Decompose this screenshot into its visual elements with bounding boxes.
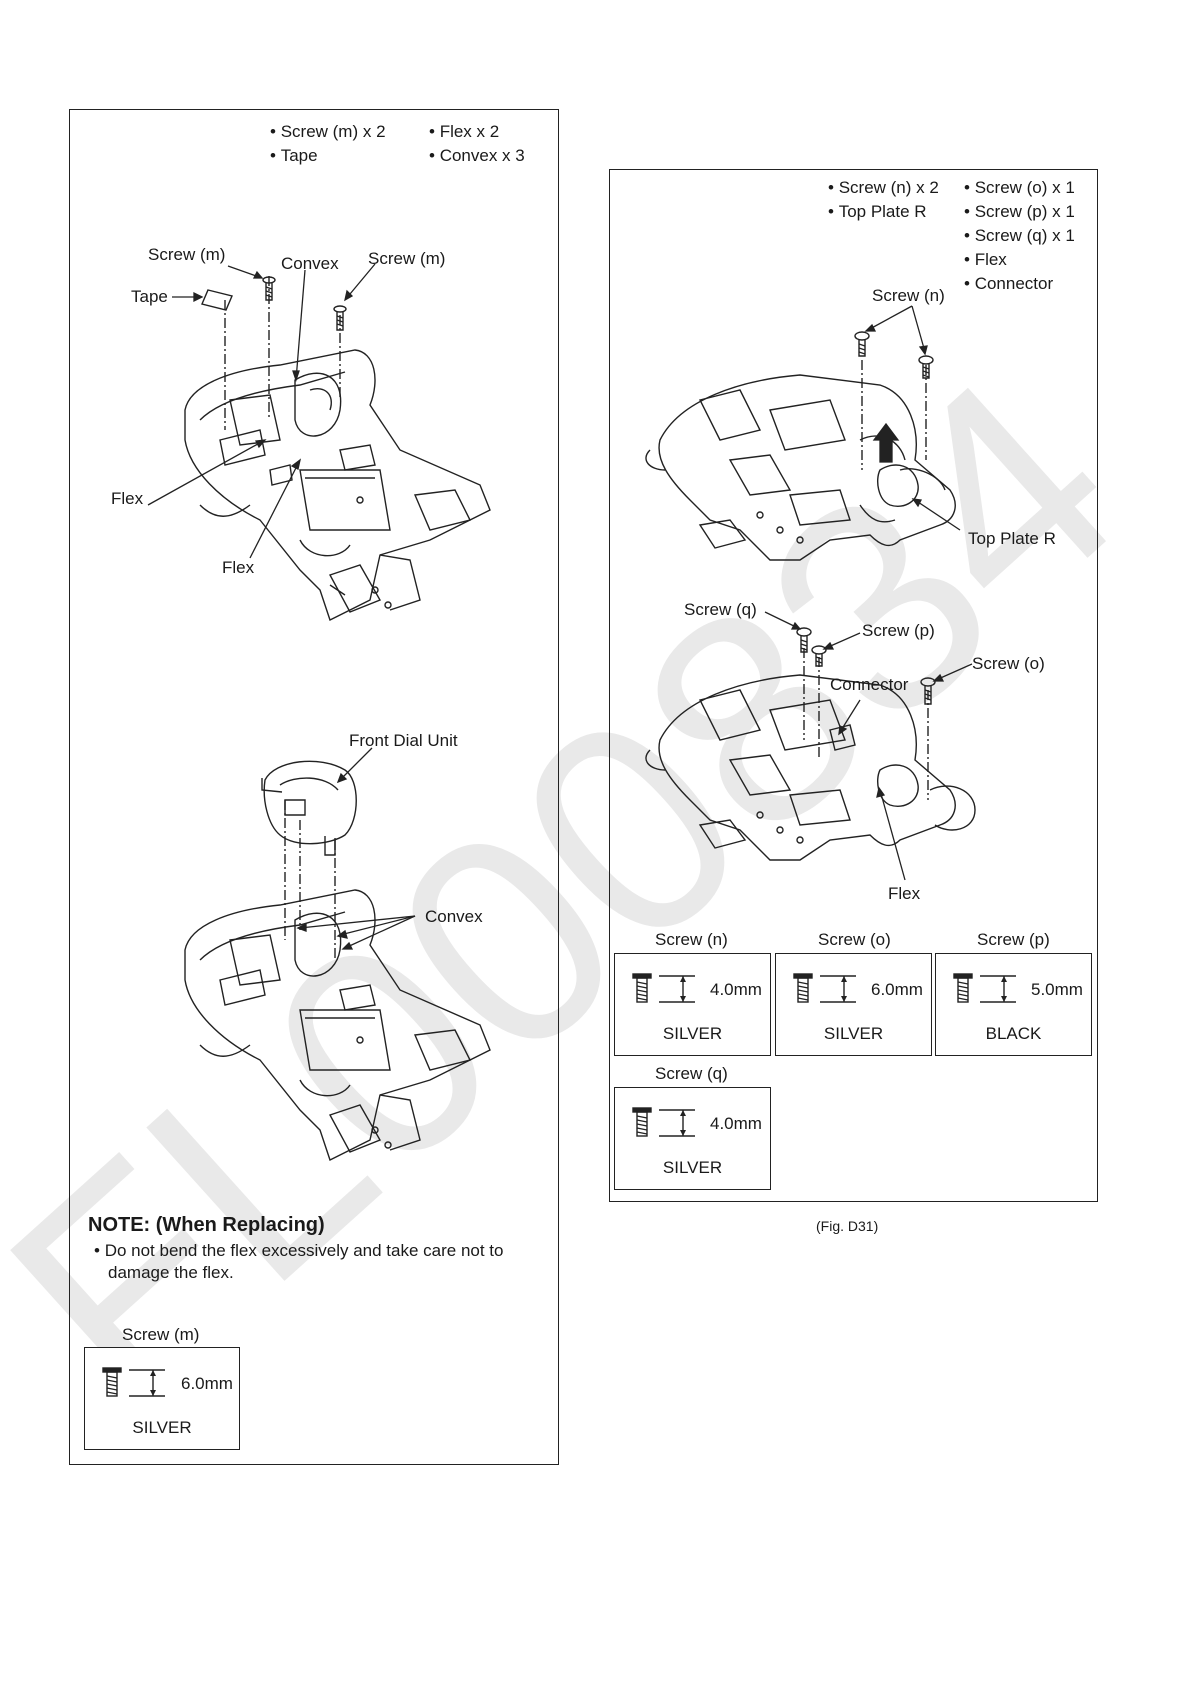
parts-item: Top Plate R — [828, 200, 939, 224]
note-text: Do not bend the flex excessively and tak… — [94, 1240, 558, 1284]
screw-o-spec-title: Screw (o) — [818, 930, 891, 949]
label-top-plate-r: Top Plate R — [968, 529, 1056, 548]
right-parts-list-col1: Screw (n) x 2 Top Plate R — [828, 176, 939, 224]
label-screw-m-right: Screw (m) — [368, 249, 446, 268]
label-front-dial-unit: Front Dial Unit — [349, 731, 458, 750]
parts-item: Screw (p) x 1 — [964, 200, 1075, 224]
label-screw-q: Screw (q) — [684, 600, 757, 619]
label-flex-left: Flex — [111, 489, 144, 508]
parts-item: Convex x 3 — [429, 144, 525, 168]
parts-item: Screw (m) x 2 — [270, 120, 386, 144]
screw-n-spec-box: 4.0mm SILVER — [614, 953, 771, 1056]
screw-icon — [632, 1107, 695, 1137]
label-screw-o: Screw (o) — [972, 654, 1045, 673]
parts-item: Flex — [964, 248, 1075, 272]
label-screw-m-left: Screw (m) — [148, 245, 226, 264]
left-parts-list-col1: Screw (m) x 2 Tape — [270, 120, 386, 168]
screw-color: SILVER — [662, 1024, 723, 1043]
screw-icon — [102, 1367, 165, 1397]
label-flex: Flex — [888, 884, 921, 903]
screw-m-spec-title: Screw (m) — [122, 1325, 200, 1344]
left-parts-list-col2: Flex x 2 Convex x 3 — [429, 120, 525, 168]
screw-color: BLACK — [985, 1024, 1042, 1043]
screw-length: 4.0mm — [710, 1114, 762, 1133]
parts-item: Screw (o) x 1 — [964, 176, 1075, 200]
screw-icon — [953, 973, 1016, 1003]
label-screw-p: Screw (p) — [862, 621, 935, 640]
label-screw-n: Screw (n) — [872, 286, 945, 305]
screw-m-spec-box: 6.0mm SILVER — [84, 1347, 240, 1450]
label-convex-lower: Convex — [425, 907, 483, 926]
screw-p-spec-box: 5.0mm BLACK — [935, 953, 1092, 1056]
figure-caption: (Fig. D31) — [816, 1218, 879, 1234]
screw-color: SILVER — [132, 1418, 192, 1437]
right-parts-list-col2: Screw (o) x 1 Screw (p) x 1 Screw (q) x … — [964, 176, 1075, 296]
screw-q-spec-title: Screw (q) — [655, 1064, 728, 1083]
screw-length: 5.0mm — [1031, 980, 1083, 999]
left-lower-assembly-drawing — [184, 747, 491, 1161]
screw-color: SILVER — [662, 1158, 723, 1177]
screw-icon — [632, 973, 695, 1003]
screw-icon — [793, 973, 856, 1003]
screw-color: SILVER — [823, 1024, 884, 1043]
screw-q-spec-box: 4.0mm SILVER — [614, 1087, 771, 1190]
left-panel — [69, 109, 559, 1465]
parts-item: Screw (q) x 1 — [964, 224, 1075, 248]
parts-item: Screw (n) x 2 — [828, 176, 939, 200]
screw-length: 4.0mm — [710, 980, 762, 999]
note-title: NOTE: (When Replacing) — [88, 1214, 325, 1236]
left-upper-assembly-drawing — [147, 263, 491, 621]
screw-length: 6.0mm — [181, 1374, 233, 1393]
screw-n-spec-title: Screw (n) — [655, 930, 728, 949]
screw-length: 6.0mm — [871, 980, 923, 999]
label-convex-top: Convex — [281, 254, 339, 273]
parts-item: Tape — [270, 144, 386, 168]
label-flex-bottom: Flex — [222, 558, 255, 577]
right-panel — [609, 169, 1098, 1202]
label-connector: Connector — [830, 675, 909, 694]
screw-p-spec-title: Screw (p) — [977, 930, 1050, 949]
parts-item: Flex x 2 — [429, 120, 525, 144]
label-tape: Tape — [131, 287, 168, 306]
screw-o-spec-box: 6.0mm SILVER — [775, 953, 932, 1056]
parts-item: Connector — [964, 272, 1075, 296]
